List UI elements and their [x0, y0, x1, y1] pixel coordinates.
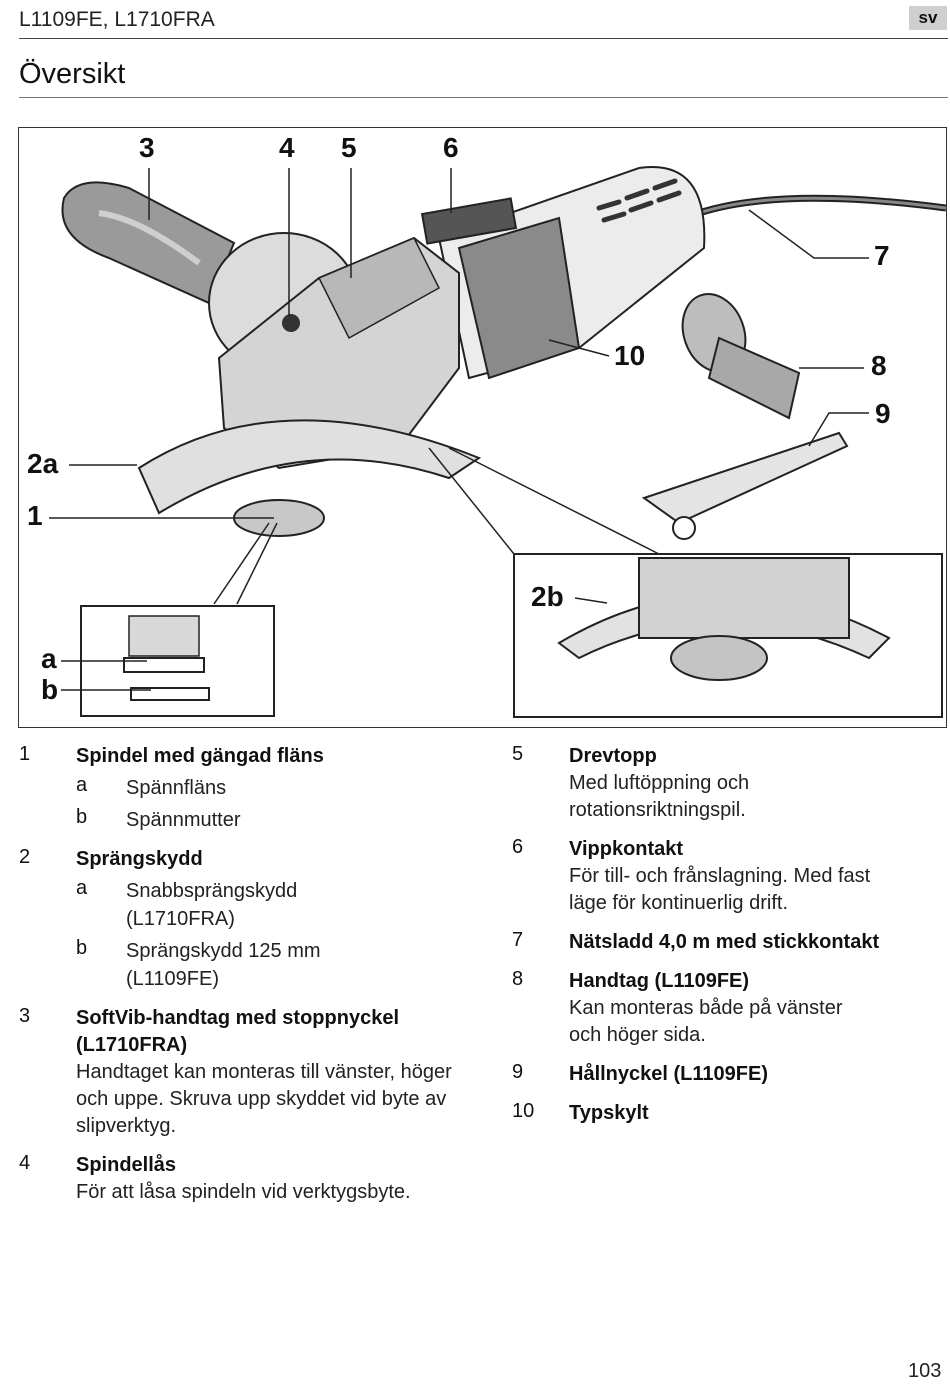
legend-item-9: 9 Hållnyckel (L1109FE)	[512, 1061, 922, 1088]
sub-item: a Snabbsprängskydd (L1710FRA)	[76, 877, 346, 933]
legend-item-8: 8 Handtag (L1109FE) Kan monteras både på…	[512, 968, 922, 1049]
item-description: Med luftöppning och rotationsriktningspi…	[569, 772, 750, 821]
item-number: 2	[19, 846, 31, 868]
sub-text: Spännfläns	[126, 777, 227, 799]
item-number: 6	[512, 836, 524, 858]
item-heading: Drevtopp	[569, 745, 657, 767]
legend-item-10: 10 Typskylt	[512, 1100, 922, 1127]
legend-item-1: 1 Spindel med gängad fläns a Spännfläns …	[19, 743, 459, 834]
overview-figure: 3 4 5 6 7 10 8 9 2a 1 2b a b	[18, 127, 947, 728]
callout-9: 9	[875, 398, 891, 429]
legend-right-column: 5 Drevtopp Med luftöppning och rotations…	[512, 743, 922, 1139]
sub-item: b Sprängskydd 125 mm (L1109FE)	[76, 937, 346, 993]
sub-letter: b	[76, 806, 88, 828]
legend-item-2: 2 Sprängskydd a Snabbsprängskydd (L1710F…	[19, 846, 459, 993]
model-line: L1109FE, L1710FRA	[19, 8, 215, 31]
item-heading: Hållnyckel (L1109FE)	[569, 1063, 768, 1085]
item-heading: Nätsladd 4,0 m med stickkontakt	[569, 931, 880, 953]
item-heading: Typskylt	[569, 1102, 649, 1124]
legend-item-7: 7 Nätsladd 4,0 m med stickkontakt	[512, 929, 922, 956]
callout-5: 5	[341, 132, 357, 163]
item-heading: Spindel med gängad fläns	[76, 745, 324, 767]
sub-item: b Spännmutter	[76, 806, 459, 834]
sub-letter: a	[76, 877, 88, 899]
callout-10: 10	[614, 340, 646, 371]
angle-grinder-illustration	[49, 166, 946, 718]
item-number: 5	[512, 743, 524, 765]
item-number: 7	[512, 929, 524, 951]
item-heading: SoftVib-handtag med stoppnyckel (L1710FR…	[76, 1007, 399, 1056]
item-heading: Handtag (L1109FE)	[569, 970, 750, 992]
page-number: 103	[908, 1360, 942, 1382]
language-badge: sv	[909, 6, 947, 30]
title-rule	[19, 97, 948, 98]
item-number: 10	[512, 1100, 535, 1122]
item-number: 3	[19, 1005, 31, 1027]
legend-item-6: 6 Vippkontakt För till- och frånslagning…	[512, 836, 922, 917]
sub-text: Spännmutter	[126, 809, 241, 831]
callout-6: 6	[443, 132, 459, 163]
sub-letter: a	[76, 774, 88, 796]
sub-text: Sprängskydd 125 mm (L1109FE)	[126, 940, 321, 990]
item-number: 1	[19, 743, 31, 765]
callout-b: b	[41, 674, 59, 705]
callout-7: 7	[874, 240, 890, 271]
item-number: 4	[19, 1152, 31, 1174]
page-title: Översikt	[19, 58, 126, 90]
callout-8: 8	[871, 350, 887, 381]
item-description: Handtaget kan monteras till vänster, hög…	[76, 1061, 452, 1137]
sub-text: Snabbsprängskydd (L1710FRA)	[126, 880, 298, 930]
item-description: Kan monteras både på vänster och höger s…	[569, 997, 843, 1046]
sub-item: a Spännfläns	[76, 774, 459, 802]
legend-item-3: 3 SoftVib-handtag med stoppnyckel (L1710…	[19, 1005, 459, 1140]
item-description: För att låsa spindeln vid verktygsbyte.	[76, 1181, 411, 1203]
callout-4: 4	[279, 132, 295, 163]
item-number: 9	[512, 1061, 524, 1083]
callout-2b: 2b	[531, 581, 564, 612]
callout-a: a	[41, 643, 57, 674]
item-number: 8	[512, 968, 524, 990]
callout-2a: 2a	[27, 448, 59, 479]
legend-left-column: 1 Spindel med gängad fläns a Spännfläns …	[19, 743, 459, 1218]
legend-item-5: 5 Drevtopp Med luftöppning och rotations…	[512, 743, 922, 824]
item-heading: Sprängskydd	[76, 848, 203, 870]
legend-item-4: 4 Spindellås För att låsa spindeln vid v…	[19, 1152, 459, 1206]
callout-3: 3	[139, 132, 155, 163]
callout-1: 1	[27, 500, 43, 531]
item-description: För till- och frånslagning. Med fast läg…	[569, 865, 871, 914]
sub-letter: b	[76, 937, 88, 959]
item-heading: Vippkontakt	[569, 838, 684, 860]
item-heading: Spindellås	[76, 1154, 177, 1176]
header-rule	[19, 38, 948, 39]
